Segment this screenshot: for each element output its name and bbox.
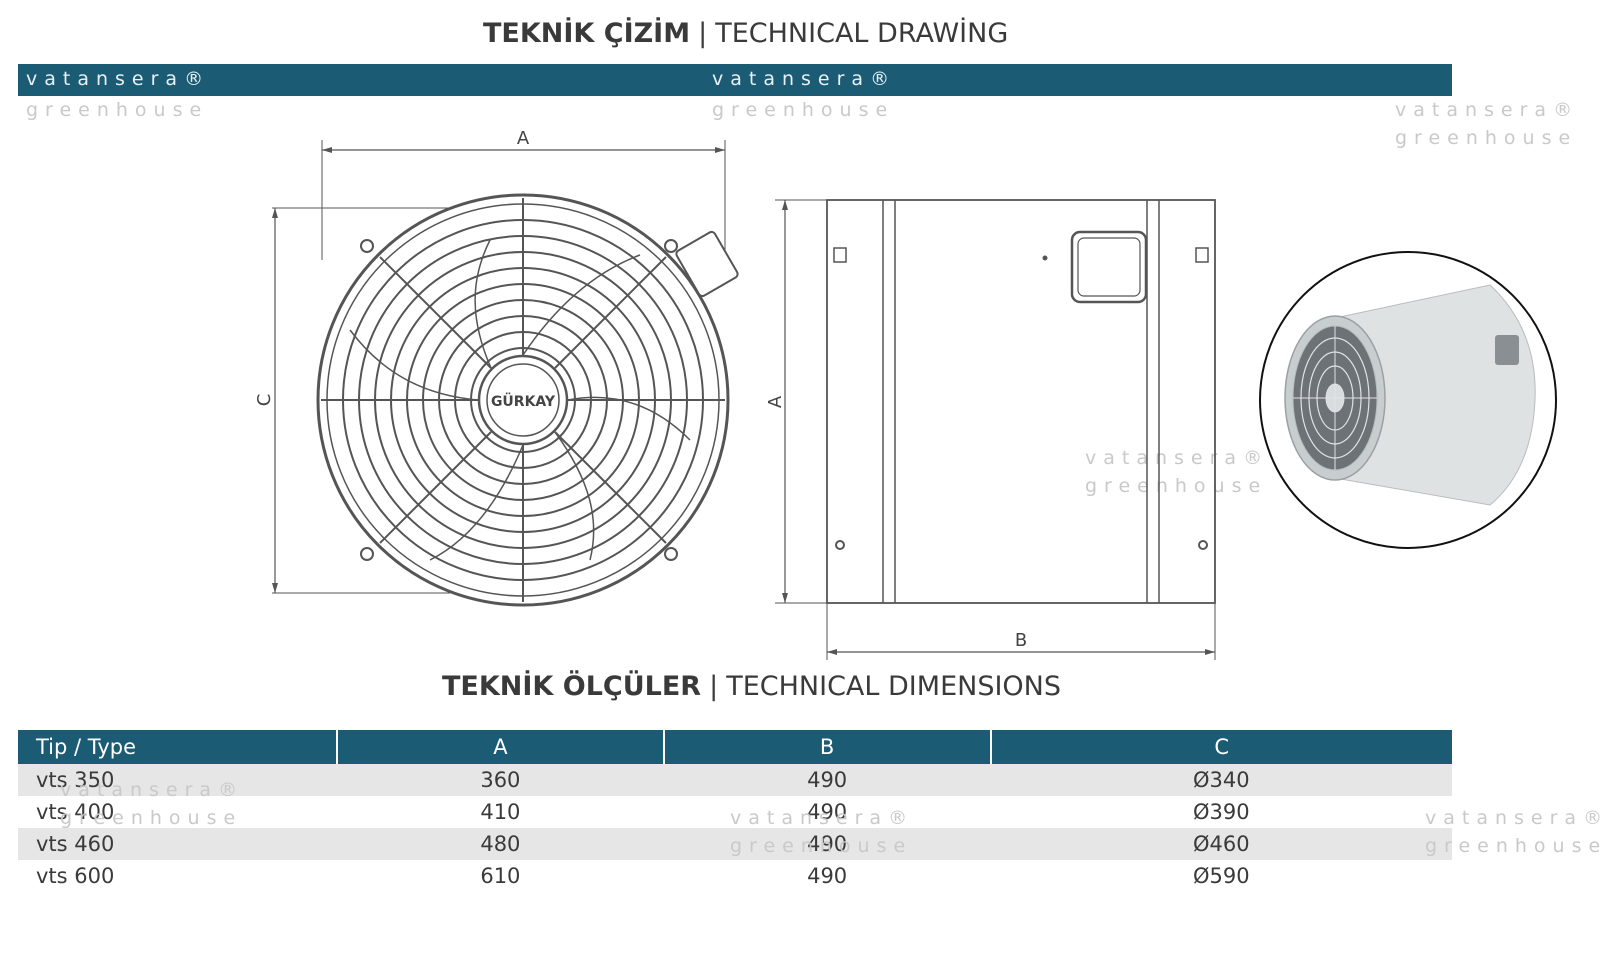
front-dim-c-label: C	[254, 394, 275, 407]
cell-c: Ø390	[1192, 800, 1250, 824]
cell-a: 480	[337, 828, 664, 860]
watermark-brand: vatansera®	[26, 68, 211, 90]
watermark-sub: greenhouse	[712, 99, 895, 121]
drawing-header-bar	[18, 64, 1452, 96]
watermark-sub: greenhouse	[26, 99, 209, 121]
cell-type: vts 600	[36, 864, 115, 888]
cell-b: 490	[663, 764, 991, 796]
watermark-brand: vatansera®	[1425, 807, 1600, 829]
heading-bold-tr: TEKNİK ÖLÇÜLER	[442, 671, 702, 702]
cell-c: Ø340	[990, 764, 1452, 796]
fan-brand-label: GÜRKAY	[491, 392, 556, 410]
watermark-brand: vatansera®	[1395, 99, 1580, 121]
cell-type: vts 350	[18, 764, 337, 796]
heading-separator: |	[709, 671, 719, 702]
table-header-row: Tip / Type A B C	[18, 730, 1452, 764]
cell-b: 490	[807, 864, 848, 888]
front-dim-a-label: A	[517, 128, 530, 149]
table-row: vts 400 410 490 Ø390	[18, 796, 1452, 828]
front-view	[272, 140, 739, 607]
heading-bold-tr: TEKNİK ÇİZİM	[483, 18, 691, 49]
table-row: vts 600 610 490 Ø590	[18, 860, 1452, 892]
column-header-a: A	[336, 730, 664, 764]
heading-regular-en: TECHNICAL DRAWİNG	[715, 18, 1009, 49]
table-row: vts 350 360 490 Ø340	[18, 764, 1452, 796]
cell-c: Ø590	[1192, 864, 1250, 888]
watermark-brand: vatansera®	[730, 807, 915, 829]
technical-dimensions-heading: TEKNİK ÖLÇÜLER|TECHNICAL DIMENSIONS	[442, 671, 1061, 702]
column-header-type: Tip / Type	[18, 730, 337, 764]
side-dim-a-label: A	[765, 395, 786, 408]
watermark-brand: vatansera®	[712, 68, 897, 90]
watermark-brand: vatansera®	[1085, 447, 1270, 469]
cell-type: vts 400	[36, 800, 115, 824]
cell-a: 610	[480, 864, 521, 888]
column-header-b: B	[662, 730, 991, 764]
cell-b: 490	[663, 828, 991, 860]
technical-drawing-heading: TEKNİK ÇİZİM|TECHNICAL DRAWİNG	[483, 18, 1008, 49]
technical-drawing: A C GÜRKAY A B	[254, 128, 1557, 660]
cell-type: vts 460	[18, 828, 337, 860]
cell-a: 360	[337, 764, 664, 796]
product-photo-circle	[1259, 251, 1557, 549]
column-header-c: C	[989, 730, 1452, 764]
watermark-sub: greenhouse	[1395, 127, 1578, 149]
watermark-sub: greenhouse	[60, 807, 243, 829]
side-dim-b-label: B	[1015, 630, 1027, 651]
heading-regular-en: TECHNICAL DIMENSIONS	[726, 671, 1062, 702]
watermark-sub: greenhouse	[1085, 475, 1268, 497]
watermark-sub: greenhouse	[1425, 835, 1600, 857]
cell-c: Ø460	[990, 828, 1452, 860]
heading-separator: |	[698, 18, 708, 49]
watermark-sub: greenhouse	[730, 835, 913, 857]
cell-b: 490	[807, 800, 848, 824]
side-view	[775, 199, 1216, 660]
watermark-brand: vatansera®	[60, 779, 245, 801]
dimensions-table: Tip / Type A B C vts 350 360 490 Ø340 vt…	[18, 730, 1452, 892]
table-row: vts 460 480 490 Ø460	[18, 828, 1452, 860]
cell-a: 410	[480, 800, 521, 824]
